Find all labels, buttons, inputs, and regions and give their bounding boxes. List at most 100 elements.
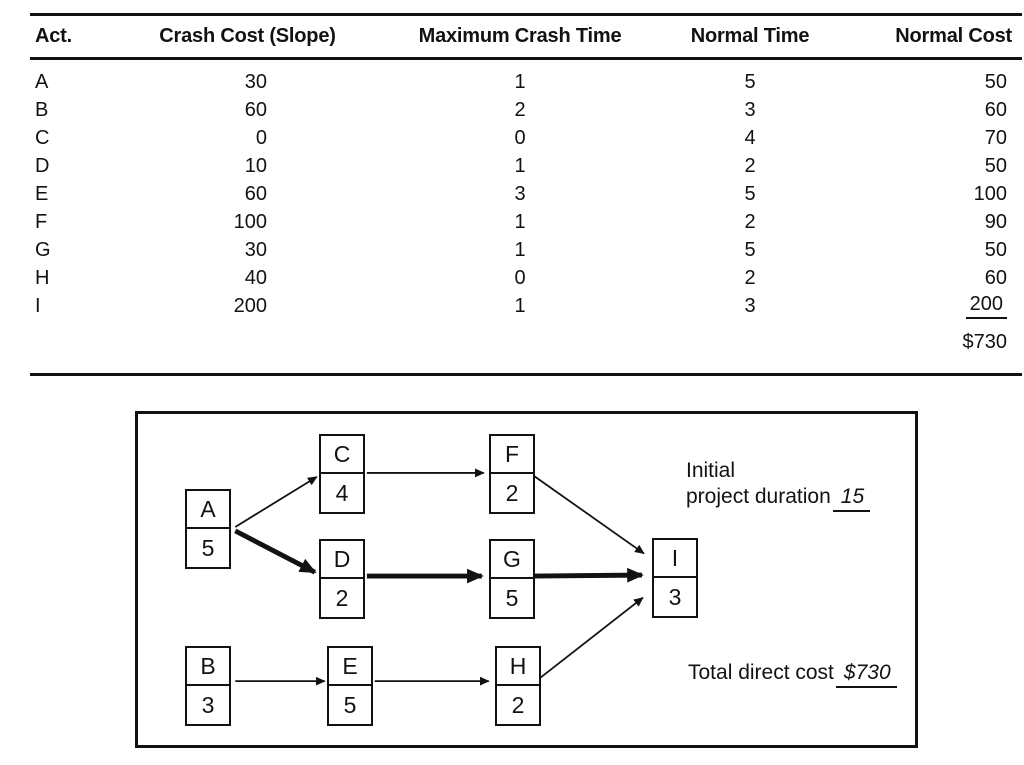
cell-crash-cost: 30 — [244, 70, 267, 93]
initial-duration-value: 15 — [832, 485, 871, 512]
cell-crash-cost: 200 — [233, 294, 267, 317]
node-duration: 2 — [511, 691, 525, 718]
node-duration: 5 — [201, 534, 215, 561]
total-direct-cost-annotation: Total direct cost$730 — [688, 660, 897, 688]
initial-duration-line1: Initial — [686, 459, 736, 482]
cell-max-crash-time: 3 — [514, 182, 526, 205]
cell-normal-time: 4 — [744, 126, 756, 149]
node-duration: 4 — [335, 479, 349, 506]
cell-max-crash-time: 1 — [514, 154, 526, 177]
cell-crash-cost: 60 — [244, 182, 267, 205]
node-duration: 2 — [335, 584, 349, 611]
node-label: I — [654, 540, 696, 578]
cell-activity: A — [35, 70, 49, 93]
table-row: B 60 2 3 60 — [30, 96, 1022, 124]
cell-activity: B — [35, 98, 49, 121]
edge-A-C — [234, 476, 318, 528]
cell-normal-time: 3 — [744, 98, 756, 121]
grand-total-value: $730 — [962, 331, 1008, 353]
cell-normal-time: 2 — [744, 210, 756, 233]
node-duration: 5 — [505, 584, 519, 611]
cell-activity: D — [35, 154, 50, 177]
cell-normal-cost: 60 — [984, 266, 1007, 289]
node-duration: 5 — [343, 691, 357, 718]
column-header-max-crash-time: Maximum Crash Time — [418, 25, 622, 47]
cell-normal-cost: 50 — [984, 238, 1007, 261]
cell-normal-cost: 50 — [984, 70, 1007, 93]
cell-activity: I — [35, 294, 41, 317]
total-direct-cost-label: Total direct cost — [688, 661, 834, 684]
cell-normal-cost: 50 — [984, 154, 1007, 177]
column-header-act: Act. — [35, 25, 72, 47]
node-label: G — [491, 541, 533, 579]
crash-cost-table: Act. Crash Cost (Slope) Maximum Crash Ti… — [30, 13, 1022, 376]
cell-max-crash-time: 1 — [514, 238, 526, 261]
initial-duration-line2: project duration — [686, 485, 831, 508]
cell-normal-cost: 100 — [973, 182, 1007, 205]
node-label: F — [491, 436, 533, 474]
cell-normal-cost: 70 — [984, 126, 1007, 149]
cell-max-crash-time: 1 — [514, 70, 526, 93]
node-duration: 3 — [668, 583, 682, 610]
node-label: C — [321, 436, 363, 474]
cell-crash-cost: 100 — [233, 210, 267, 233]
cell-max-crash-time: 0 — [514, 266, 526, 289]
cell-activity: F — [35, 210, 48, 233]
network-edges — [234, 468, 645, 686]
total-direct-cost-value: $730 — [835, 661, 897, 688]
edge-H-I — [539, 596, 644, 679]
table-row: D 10 1 2 50 — [30, 152, 1022, 180]
node-label: A — [187, 491, 229, 529]
table-row: F 100 1 2 90 — [30, 208, 1022, 236]
node-label: E — [329, 648, 371, 686]
total-row: $730 — [30, 327, 1022, 357]
cell-normal-time: 3 — [744, 294, 756, 317]
cell-max-crash-time: 0 — [514, 126, 526, 149]
cell-activity: H — [35, 266, 50, 289]
cell-normal-time: 2 — [744, 154, 756, 177]
cell-crash-cost: 0 — [255, 126, 267, 149]
cell-normal-cost: 200 — [850, 293, 1022, 319]
underlined-cost-value: 200 — [965, 293, 1007, 319]
cell-normal-cost: 90 — [984, 210, 1007, 233]
cell-crash-cost: 40 — [244, 266, 267, 289]
node-duration: 2 — [505, 479, 519, 506]
cell-normal-time: 5 — [744, 238, 756, 261]
cell-crash-cost: 60 — [244, 98, 267, 121]
table-row: H 40 0 2 60 — [30, 264, 1022, 292]
cell-max-crash-time: 2 — [514, 98, 526, 121]
cell-max-crash-time: 1 — [514, 294, 526, 317]
edge-G-I — [533, 567, 644, 583]
node-duration: 3 — [201, 691, 215, 718]
column-header-crash-cost: Crash Cost (Slope) — [159, 25, 336, 47]
cell-activity: E — [35, 182, 49, 205]
edge-A-D — [234, 528, 317, 575]
node-label: B — [187, 648, 229, 686]
cell-crash-cost: 30 — [244, 238, 267, 261]
cell-crash-cost: 10 — [244, 154, 267, 177]
table-row: C 0 0 4 70 — [30, 124, 1022, 152]
cell-activity: G — [35, 238, 51, 261]
cell-max-crash-time: 1 — [514, 210, 526, 233]
cell-activity: C — [35, 126, 50, 149]
column-header-normal-cost: Normal Cost — [895, 25, 1012, 47]
node-label: H — [497, 648, 539, 686]
node-label: D — [321, 541, 363, 579]
table-row: I 200 1 3 200 — [30, 292, 1022, 320]
cell-normal-cost: 60 — [984, 98, 1007, 121]
table-row: G 30 1 5 50 — [30, 236, 1022, 264]
cell-normal-time: 2 — [744, 266, 756, 289]
